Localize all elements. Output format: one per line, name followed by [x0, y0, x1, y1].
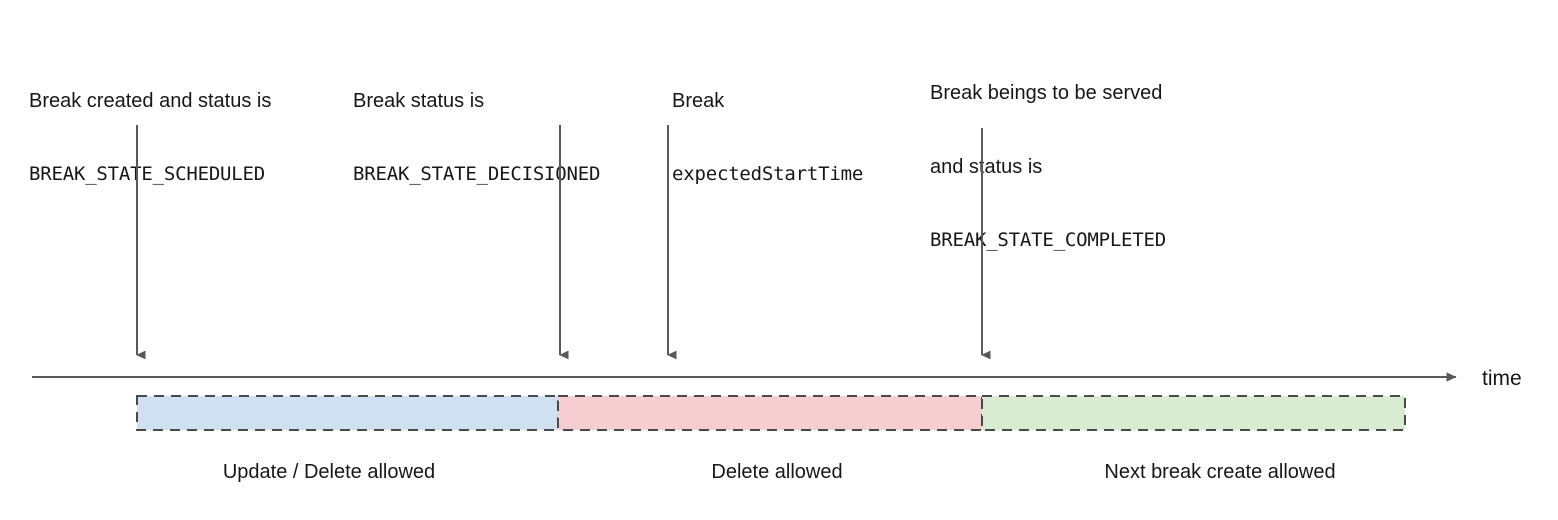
phase-caption-decisioned: Delete allowed [711, 461, 843, 483]
annotation-expected-start-line-1: Break [672, 90, 725, 113]
annotation-decisioned-line-1: Break status is [353, 90, 485, 113]
phase-bar-completed [981, 395, 1406, 431]
annotation-decisioned: Break status is BREAK_STATE_DECISIONED [353, 42, 600, 234]
time-axis-label: time [1482, 367, 1522, 390]
phase-caption-scheduled: Update / Delete allowed [222, 461, 436, 483]
annotation-expected-start-time: Break expectedStartTime [672, 42, 863, 234]
phase-bar-decisioned [557, 395, 983, 431]
annotation-scheduled-line-1: Break created and status is [29, 90, 272, 113]
phase-caption-completed: Next break create allowed [1104, 461, 1336, 483]
annotation-completed-status: BREAK_STATE_COMPLETED [930, 229, 1167, 252]
annotation-completed-line-1: Break beings to be served [930, 82, 1163, 105]
phase-bar-scheduled [136, 395, 559, 431]
annotation-decisioned-status: BREAK_STATE_DECISIONED [353, 163, 601, 186]
annotation-scheduled: Break created and status is BREAK_STATE_… [29, 42, 271, 234]
annotation-scheduled-status: BREAK_STATE_SCHEDULED [29, 163, 266, 186]
annotation-expected-start-field: expectedStartTime [672, 163, 864, 186]
